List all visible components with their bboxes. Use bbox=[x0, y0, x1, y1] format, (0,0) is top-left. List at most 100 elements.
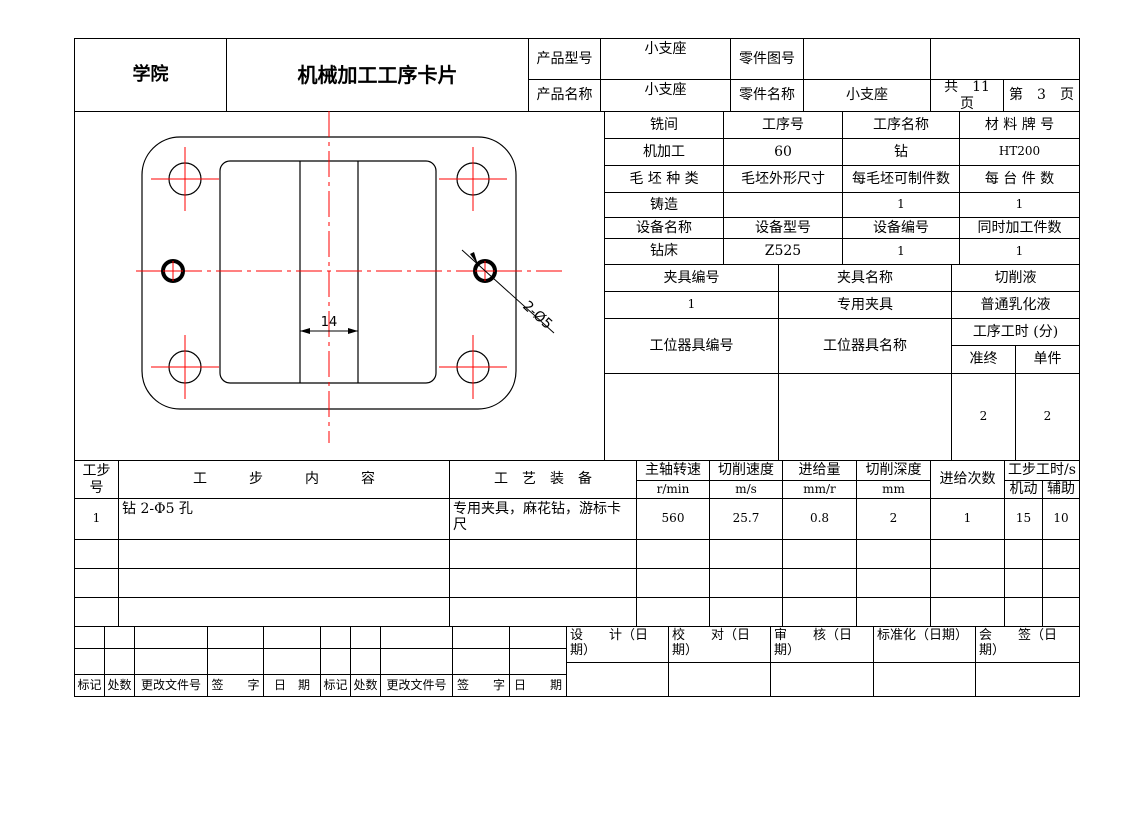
col-feed-unit: mm/r bbox=[782, 480, 857, 499]
step-1-content: 钻 2-Φ5 孔 bbox=[118, 498, 450, 540]
product-name-label: 产品名称 bbox=[528, 79, 601, 112]
fixture-name: 专用夹具 bbox=[778, 291, 952, 319]
prep-time-label: 准终 bbox=[951, 345, 1016, 374]
footer-label-5: 日 期 bbox=[263, 674, 321, 697]
info-r3-c4: 每 台 件 数 bbox=[959, 165, 1080, 193]
footer-blank-cell bbox=[263, 648, 321, 675]
empty-cell bbox=[782, 597, 857, 627]
col-equipment: 工 艺 装 备 bbox=[449, 460, 637, 499]
signoff-value-3 bbox=[770, 662, 874, 697]
part-name-label: 零件名称 bbox=[730, 79, 804, 112]
info-r3-c2: 毛坯外形尺寸 bbox=[723, 165, 843, 193]
empty-cell bbox=[118, 539, 450, 569]
product-model-value: 小支座 bbox=[600, 38, 731, 80]
empty-cell bbox=[74, 568, 119, 598]
empty-cell bbox=[782, 568, 857, 598]
signoff-value-2 bbox=[668, 662, 771, 697]
signoff-label-2: 校 对（日期） bbox=[668, 626, 771, 663]
empty-cell bbox=[449, 597, 637, 627]
station-tool-name bbox=[778, 373, 952, 461]
footer-label-9: 签 字 bbox=[452, 674, 510, 697]
col-passes: 进给次数 bbox=[930, 460, 1005, 499]
coolant-label: 切削液 bbox=[951, 264, 1080, 292]
empty-cell bbox=[856, 568, 931, 598]
info-r6-c3: 1 bbox=[842, 238, 960, 265]
header-blank bbox=[930, 38, 1080, 80]
card-title: 机械加工工序卡片 bbox=[226, 38, 529, 112]
info-r5-c4: 同时加工件数 bbox=[959, 217, 1080, 239]
empty-cell bbox=[636, 539, 710, 569]
empty-cell bbox=[930, 597, 1005, 627]
step-1-cut-speed: 25.7 bbox=[709, 498, 783, 540]
empty-cell bbox=[782, 539, 857, 569]
signoff-value-5 bbox=[975, 662, 1080, 697]
footer-blank-cell bbox=[263, 626, 321, 649]
empty-cell bbox=[709, 597, 783, 627]
footer-label-6: 标记 bbox=[320, 674, 351, 697]
info-r6-c2: Z525 bbox=[723, 238, 843, 265]
part-drawing: 14 2-Ø5 bbox=[136, 111, 564, 443]
footer-blank-cell bbox=[134, 626, 208, 649]
empty-cell bbox=[1042, 539, 1080, 569]
col-step-time: 工步工时/s bbox=[1004, 460, 1080, 481]
op-time-label: 工序工时 (分) bbox=[951, 318, 1080, 346]
empty-cell bbox=[636, 597, 710, 627]
product-model-label: 产品型号 bbox=[528, 38, 601, 80]
prep-time-value: 2 bbox=[951, 373, 1016, 461]
footer-blank-cell bbox=[350, 626, 381, 649]
footer-blank-cell bbox=[380, 626, 453, 649]
col-depth: 切削深度 bbox=[856, 460, 931, 481]
col-cut-speed-unit: m/s bbox=[709, 480, 783, 499]
step-1-machine-time: 15 bbox=[1004, 498, 1043, 540]
step-1-passes: 1 bbox=[930, 498, 1005, 540]
col-spindle-speed: 主轴转速 bbox=[636, 460, 710, 481]
empty-cell bbox=[1004, 597, 1043, 627]
empty-cell bbox=[118, 568, 450, 598]
footer-blank-cell bbox=[380, 648, 453, 675]
info-r1-c2: 工序号 bbox=[723, 111, 843, 139]
empty-cell bbox=[856, 597, 931, 627]
empty-cell bbox=[636, 568, 710, 598]
empty-cell bbox=[930, 568, 1005, 598]
footer-blank-cell bbox=[320, 648, 351, 675]
empty-cell bbox=[930, 539, 1005, 569]
footer-blank-cell bbox=[350, 648, 381, 675]
col-machine-time: 机动 bbox=[1004, 480, 1043, 499]
signoff-value-1 bbox=[566, 662, 669, 697]
footer-blank-cell bbox=[509, 626, 567, 649]
info-r2-c4: HT200 bbox=[959, 138, 1080, 166]
footer-label-10: 日 期 bbox=[509, 674, 567, 697]
info-r2-c3: 钻 bbox=[842, 138, 960, 166]
info-r5-c3: 设备编号 bbox=[842, 217, 960, 239]
footer-blank-cell bbox=[452, 626, 510, 649]
empty-cell bbox=[856, 539, 931, 569]
pocket-outline bbox=[219, 160, 437, 384]
info-r1-c1: 铣间 bbox=[604, 111, 724, 139]
footer-label-4: 签 字 bbox=[207, 674, 264, 697]
footer-label-1: 标记 bbox=[74, 674, 105, 697]
footer-label-7: 处数 bbox=[350, 674, 381, 697]
info-r6-c4: 1 bbox=[959, 238, 1080, 265]
footer-label-8: 更改文件号 bbox=[380, 674, 453, 697]
station-tool-no bbox=[604, 373, 779, 461]
footer-label-2: 处数 bbox=[104, 674, 135, 697]
fixture-no-label: 夹具编号 bbox=[604, 264, 779, 292]
col-step-no: 工步 号 bbox=[74, 460, 119, 499]
footer-blank-cell bbox=[320, 626, 351, 649]
page-number: 第 3 页 bbox=[1003, 79, 1080, 112]
empty-cell bbox=[1004, 539, 1043, 569]
empty-cell bbox=[74, 539, 119, 569]
step-1-depth: 2 bbox=[856, 498, 931, 540]
info-r4-c3: 1 bbox=[842, 192, 960, 218]
footer-blank-cell bbox=[509, 648, 567, 675]
step-1-speed: 560 bbox=[636, 498, 710, 540]
unit-time-label: 单件 bbox=[1015, 345, 1080, 374]
col-spindle-speed-unit: r/min bbox=[636, 480, 710, 499]
col-step-content: 工 步 内 容 bbox=[118, 460, 450, 499]
info-r5-c1: 设备名称 bbox=[604, 217, 724, 239]
empty-cell bbox=[449, 568, 637, 598]
footer-blank-cell bbox=[104, 626, 135, 649]
signoff-value-4 bbox=[873, 662, 976, 697]
info-r3-c1: 毛 坯 种 类 bbox=[604, 165, 724, 193]
info-r4-c2 bbox=[723, 192, 843, 218]
